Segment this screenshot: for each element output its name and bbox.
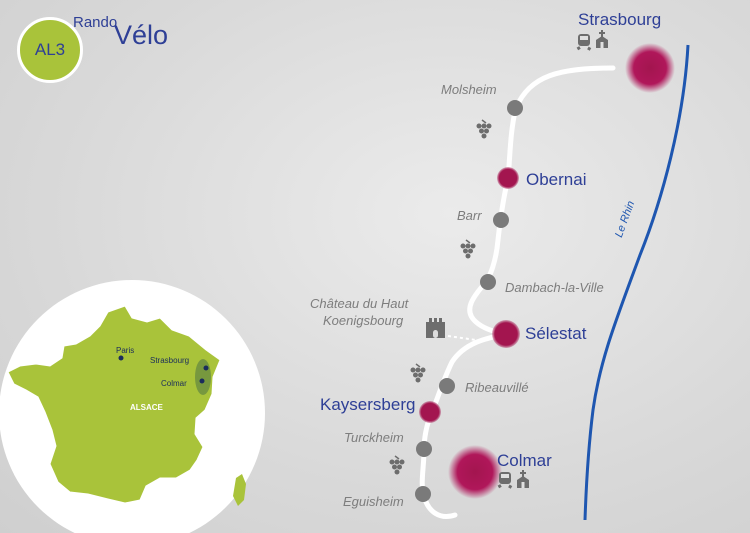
stop-colmar[interactable] [448, 445, 502, 499]
label-colmar: Colmar [497, 451, 552, 470]
stop-molsheim[interactable] [507, 100, 523, 116]
castle-spur [447, 335, 477, 341]
label-eguisheim: Eguisheim [343, 494, 404, 509]
label-kaysersberg: Kaysersberg [320, 395, 416, 414]
dot-strasbourg [203, 365, 209, 371]
label-molsheim: Molsheim [441, 82, 497, 97]
inset-label-region: ALSACE [130, 403, 163, 412]
brand-velo: Vélo [114, 20, 169, 50]
label-barr: Barr [457, 208, 482, 223]
grapes-icon [410, 363, 426, 383]
inset-label-paris: Paris [116, 346, 135, 355]
train-icon [576, 34, 592, 51]
dot-colmar [199, 378, 205, 384]
label-ribeauville: Ribeauvillé [465, 380, 529, 395]
label-chateau-2: Koenigsbourg [323, 313, 404, 328]
church-icon [596, 30, 608, 48]
stop-strasbourg[interactable] [625, 43, 675, 93]
france-outline [7, 305, 221, 504]
stop-selestat[interactable] [492, 320, 520, 348]
stop-kaysersberg[interactable] [419, 401, 441, 423]
church-icon [517, 470, 529, 488]
grapes-icon [476, 119, 492, 139]
corsica-outline [233, 474, 246, 506]
grapes-icon [389, 455, 405, 475]
stop-dambach[interactable] [480, 274, 496, 290]
stop-eguisheim[interactable] [415, 486, 431, 502]
brand-rando: Rando [73, 14, 118, 31]
stop-ribeauville[interactable] [439, 378, 455, 394]
label-selestat: Sélestat [525, 324, 587, 343]
label-strasbourg: Strasbourg [578, 10, 662, 29]
dot-paris [118, 355, 124, 361]
inset-map [0, 280, 265, 533]
inset-label-strasbourg: Strasbourg [150, 356, 190, 365]
inset-label-colmar: Colmar [161, 379, 187, 388]
castle-icon [426, 318, 445, 338]
grapes-icon [460, 239, 476, 259]
route-badge: AL3 [17, 17, 83, 83]
train-icon [497, 472, 513, 489]
route-code: AL3 [34, 40, 66, 59]
rhine-river [583, 44, 690, 521]
label-chateau-1: Château du Haut [310, 296, 409, 311]
alsace-highlight [195, 359, 211, 395]
label-obernai: Obernai [526, 170, 587, 189]
stop-obernai[interactable] [497, 167, 519, 189]
stop-turckheim[interactable] [416, 441, 432, 457]
stop-barr[interactable] [493, 212, 509, 228]
label-turckheim: Turckheim [344, 430, 404, 445]
label-dambach: Dambach-la-Ville [505, 280, 604, 295]
